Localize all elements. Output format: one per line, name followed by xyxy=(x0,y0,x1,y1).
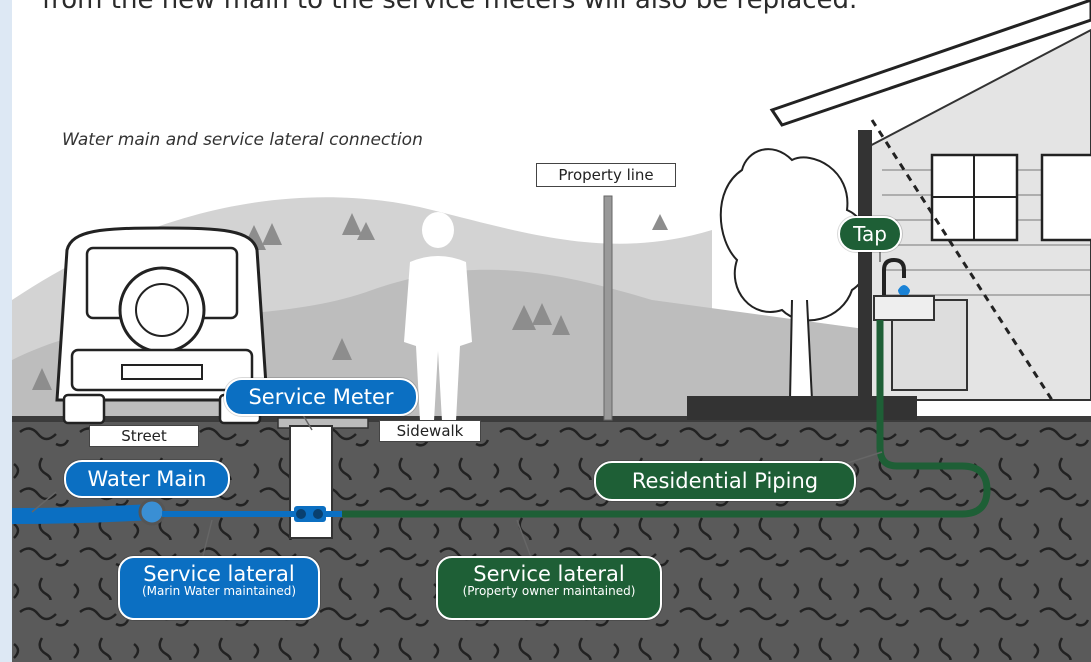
street-label: Street xyxy=(89,425,199,447)
property-line-post xyxy=(603,195,613,421)
left-accent-strip xyxy=(0,0,12,662)
tap-icon xyxy=(873,257,935,321)
car xyxy=(55,226,269,425)
ground-texture xyxy=(12,420,1091,662)
road-surface xyxy=(12,416,1091,422)
hill-trees xyxy=(32,213,668,390)
service-lateral-public-title: Service lateral xyxy=(143,562,295,586)
person-silhouette xyxy=(404,212,472,421)
service-lateral-public-subtitle: (Marin Water maintained) xyxy=(141,584,297,598)
tap-label: Tap xyxy=(838,216,902,252)
water-main-label: Water Main xyxy=(64,460,230,498)
service-lateral-private-subtitle: (Property owner maintained) xyxy=(462,584,636,598)
service-lateral-private-title: Service lateral xyxy=(473,562,625,586)
service-lateral-public-label: Service lateral (Marin Water maintained) xyxy=(118,556,320,620)
service-lateral-private-label: Service lateral (Property owner maintain… xyxy=(436,556,662,620)
sidewalk-label: Sidewalk xyxy=(379,420,481,442)
residential-piping-label: Residential Piping xyxy=(594,461,856,501)
service-meter-label: Service Meter xyxy=(224,378,418,416)
house-tree xyxy=(719,148,872,401)
private-service-lateral xyxy=(342,320,991,518)
intro-text: from the new main to the service meters … xyxy=(42,0,858,15)
property-line-label: Property line xyxy=(536,163,676,187)
water-connection-diagram: Property line Street Sidewalk Tap Servic… xyxy=(12,0,1091,662)
diagram-caption: Water main and service lateral connectio… xyxy=(62,130,423,150)
water-main-pipe xyxy=(12,504,153,524)
water-main-end xyxy=(138,498,166,526)
